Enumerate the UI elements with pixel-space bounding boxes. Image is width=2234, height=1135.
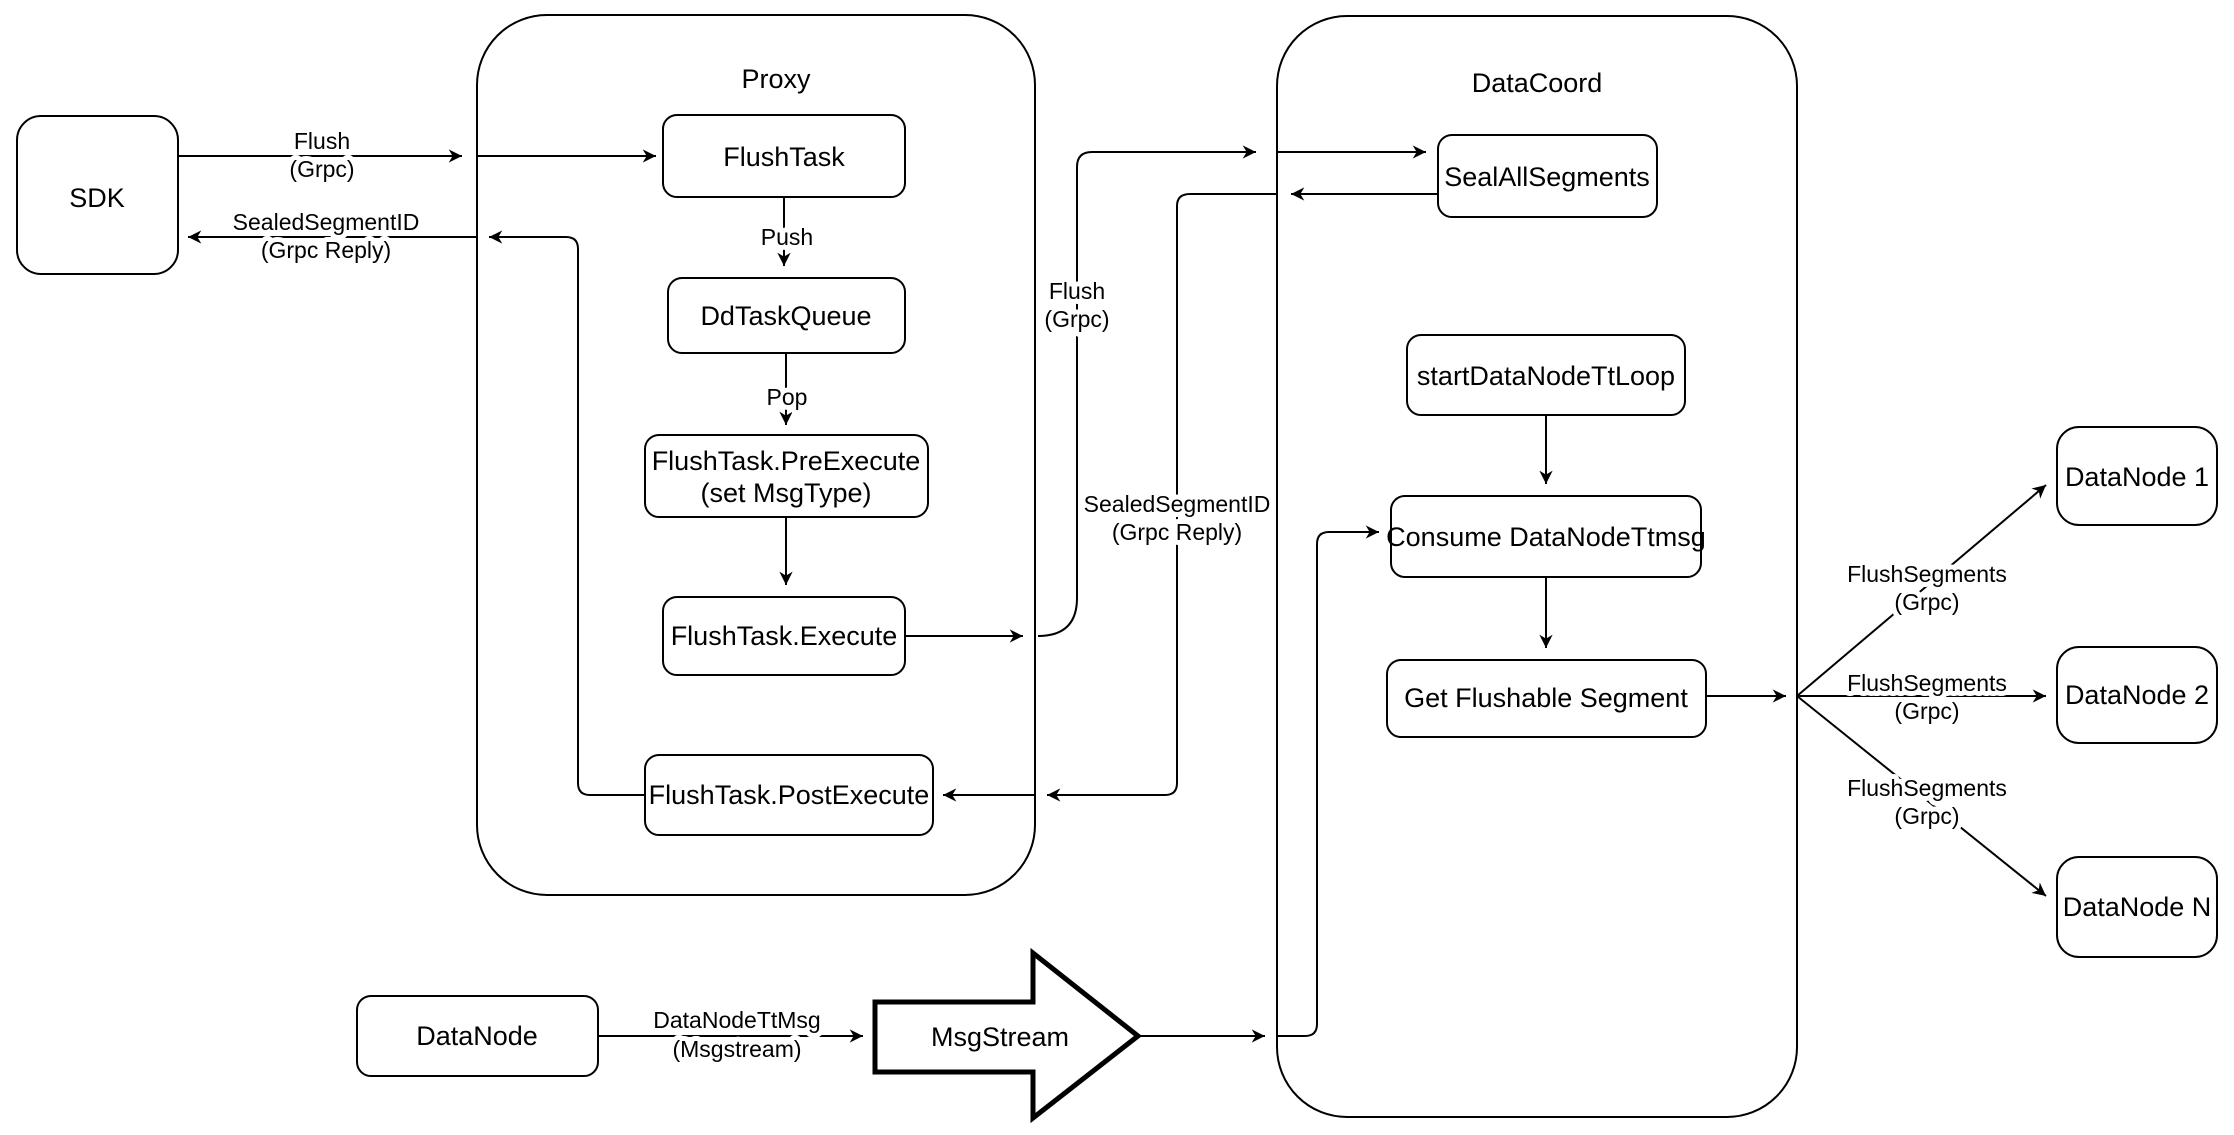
datacoord-container-title: DataCoord xyxy=(1472,68,1603,98)
edge-label-sealed-sdk-line2: (Grpc Reply) xyxy=(261,237,391,263)
edge-label-flushsegments-2-line1: FlushSegments xyxy=(1847,670,2007,696)
edge-fan-to-datanode1 xyxy=(1796,484,2047,697)
edge-label-flush-sdk-line2: (Grpc) xyxy=(289,156,354,182)
consumedatanodettmsg-node-label: Consume DataNodeTtmsg xyxy=(1386,522,1706,552)
edge-label-sealed-sdk: SealedSegmentID (Grpc Reply) xyxy=(228,204,425,268)
proxy-container-title: Proxy xyxy=(741,64,811,94)
datanode-bottom-node: DataNode xyxy=(356,995,599,1077)
sdk-node: SDK xyxy=(16,115,179,275)
datanode1-node: DataNode 1 xyxy=(2056,426,2218,526)
edge-label-datanodettmsg-line1: DataNodeTtMsg xyxy=(653,1007,820,1033)
postexecute-node-box xyxy=(644,754,934,836)
sealallsegments-node: SealAllSegments xyxy=(1437,134,1658,218)
edge-label-flushsegments-3-line1: FlushSegments xyxy=(1847,775,2007,801)
edge-label-flushsegments-1-line2: (Grpc) xyxy=(1894,589,1959,615)
postexecute-node: FlushTask.PostExecute xyxy=(644,754,934,836)
getflushablesegment-node-box xyxy=(1386,659,1707,738)
datanode2-node: DataNode 2 xyxy=(2056,646,2218,744)
execute-node-label: FlushTask.Execute xyxy=(671,621,898,651)
preexecute-node-label-line1: FlushTask.PreExecute xyxy=(652,446,921,476)
ddtaskqueue-node-box xyxy=(667,277,906,354)
datanoden-node-box xyxy=(2056,856,2218,958)
edge-label-flushsegments-2: FlushSegments (Grpc) xyxy=(1842,665,2012,729)
flushtask-node-label: FlushTask xyxy=(723,142,845,172)
edge-label-flushsegments-1-line1: FlushSegments xyxy=(1847,561,2007,587)
startdatanodettloop-node: startDataNodeTtLoop xyxy=(1406,334,1686,416)
datacoord-container: DataCoord xyxy=(1276,15,1798,1118)
edge-proxy-to-datacoord-flush xyxy=(1037,145,1256,637)
proxy-container-box xyxy=(476,14,1036,896)
edge-label-sealed-mid-line2: (Grpc Reply) xyxy=(1112,519,1242,545)
datanode2-node-box xyxy=(2056,646,2218,744)
flushtask-node-box xyxy=(662,114,906,198)
edge-label-pop: Pop xyxy=(767,384,808,410)
edge-datacoord-to-proxy-reply xyxy=(1047,193,1277,802)
edge-label-datanodettmsg-line2: (Msgstream) xyxy=(672,1036,801,1062)
edge-label-flush-sdk-line1: Flush xyxy=(294,128,350,154)
datacoord-container-box xyxy=(1276,15,1798,1118)
edge-postexecute-to-proxy-edge xyxy=(489,230,645,796)
edge-label-push: Push xyxy=(761,224,813,250)
execute-node: FlushTask.Execute xyxy=(662,596,906,676)
edge-label-flushsegments-2-line2: (Grpc) xyxy=(1894,698,1959,724)
preexecute-node: FlushTask.PreExecute (set MsgType) xyxy=(644,434,929,518)
edge-label-sealed-sdk-line1: SealedSegmentID xyxy=(233,209,420,235)
execute-node-box xyxy=(662,596,906,676)
msgstream-node-label: MsgStream xyxy=(931,1022,1069,1052)
postexecute-node-label: FlushTask.PostExecute xyxy=(649,780,930,810)
getflushablesegment-node: Get Flushable Segment xyxy=(1386,659,1707,738)
startdatanodettloop-node-box xyxy=(1406,334,1686,416)
sealallsegments-node-label: SealAllSegments xyxy=(1444,162,1650,192)
edge-label-flushsegments-3-line2: (Grpc) xyxy=(1894,803,1959,829)
consumedatanodettmsg-node: Consume DataNodeTtmsg xyxy=(1386,495,1706,578)
edge-label-flush-sdk: Flush (Grpc) xyxy=(284,123,359,187)
preexecute-node-box xyxy=(644,434,929,518)
ddtaskqueue-node-label: DdTaskQueue xyxy=(700,301,871,331)
consumedatanodettmsg-node-box xyxy=(1390,495,1702,578)
msgstream-block-arrow-shape xyxy=(872,947,1143,1124)
datanoden-node-label: DataNode N xyxy=(2063,892,2212,922)
edge-fan-to-datanoden xyxy=(1796,695,2047,897)
sdk-node-box xyxy=(16,115,179,275)
datanode1-node-box xyxy=(2056,426,2218,526)
msgstream-node: MsgStream xyxy=(872,947,1143,1124)
preexecute-node-label-line2: (set MsgType) xyxy=(700,478,871,508)
edge-label-flush-mid: Flush (Grpc) xyxy=(1039,273,1114,337)
datanode-bottom-node-box xyxy=(356,995,599,1077)
proxy-container: Proxy xyxy=(476,14,1036,896)
edge-datacoord-to-consume xyxy=(1277,525,1379,1037)
edge-label-sealed-mid: SealedSegmentID (Grpc Reply) xyxy=(1079,486,1276,550)
sdk-node-label: SDK xyxy=(69,183,125,213)
edge-label-flushsegments-3: FlushSegments (Grpc) xyxy=(1842,770,2012,834)
datanode1-node-label: DataNode 1 xyxy=(2065,462,2209,492)
edge-label-flushsegments-1: FlushSegments (Grpc) xyxy=(1842,556,2012,620)
edge-label-flush-mid-line2: (Grpc) xyxy=(1044,306,1109,332)
flushtask-node: FlushTask xyxy=(662,114,906,198)
edge-label-datanodettmsg: DataNodeTtMsg (Msgstream) xyxy=(648,1002,825,1067)
datanode2-node-label: DataNode 2 xyxy=(2065,680,2209,710)
datanode-bottom-node-label: DataNode xyxy=(416,1021,538,1051)
startdatanodettloop-node-label: startDataNodeTtLoop xyxy=(1417,361,1675,391)
datanoden-node: DataNode N xyxy=(2056,856,2218,958)
ddtaskqueue-node: DdTaskQueue xyxy=(667,277,906,354)
getflushablesegment-node-label: Get Flushable Segment xyxy=(1404,683,1688,713)
edge-label-sealed-mid-line1: SealedSegmentID xyxy=(1084,491,1271,517)
edge-label-flush-mid-line1: Flush xyxy=(1049,278,1105,304)
sealallsegments-node-box xyxy=(1437,134,1658,218)
